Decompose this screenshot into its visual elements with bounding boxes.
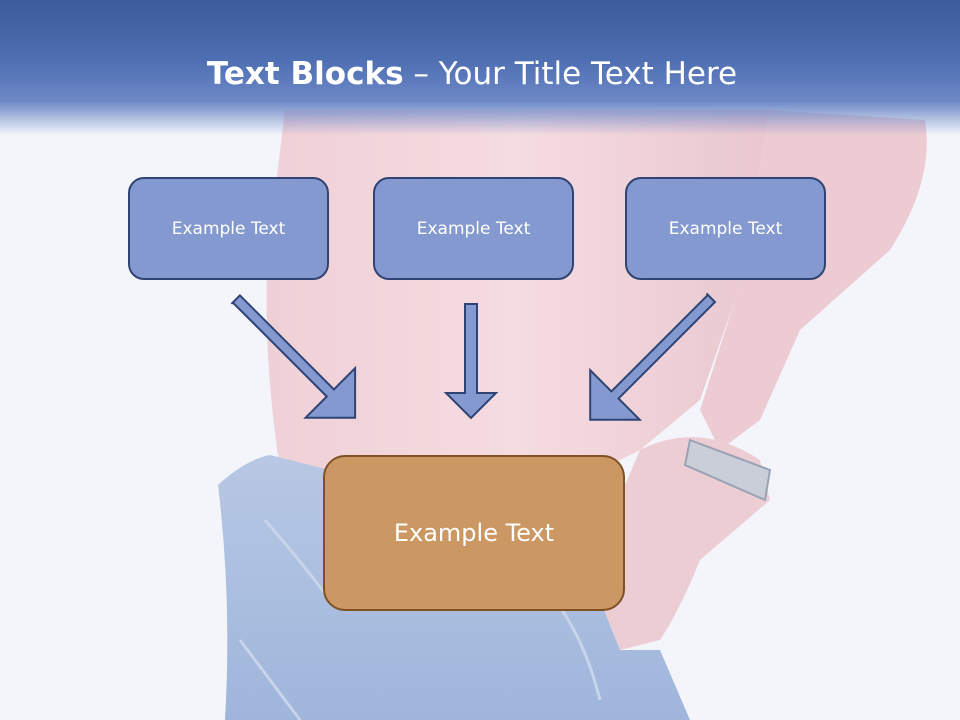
title-bar <box>0 0 960 135</box>
title-bold-part: Text Blocks <box>206 56 404 92</box>
arrow-left-down-right <box>230 293 357 419</box>
arrow-right-down-left <box>589 292 717 421</box>
title-rest-part: – Your Title Text Here <box>403 56 738 92</box>
text-block-2[interactable]: Example Text <box>373 177 574 280</box>
arrow-middle-down <box>443 303 499 420</box>
text-block-3-label: Example Text <box>668 218 783 239</box>
text-block-3[interactable]: Example Text <box>625 177 826 280</box>
text-block-1-label: Example Text <box>171 218 286 239</box>
text-block-2-label: Example Text <box>416 218 531 239</box>
target-block[interactable]: Example Text <box>323 455 625 611</box>
target-block-label: Example Text <box>393 519 555 547</box>
slide-title: Text Blocks – Your Title Text Here <box>0 54 944 94</box>
text-block-1[interactable]: Example Text <box>128 177 329 280</box>
